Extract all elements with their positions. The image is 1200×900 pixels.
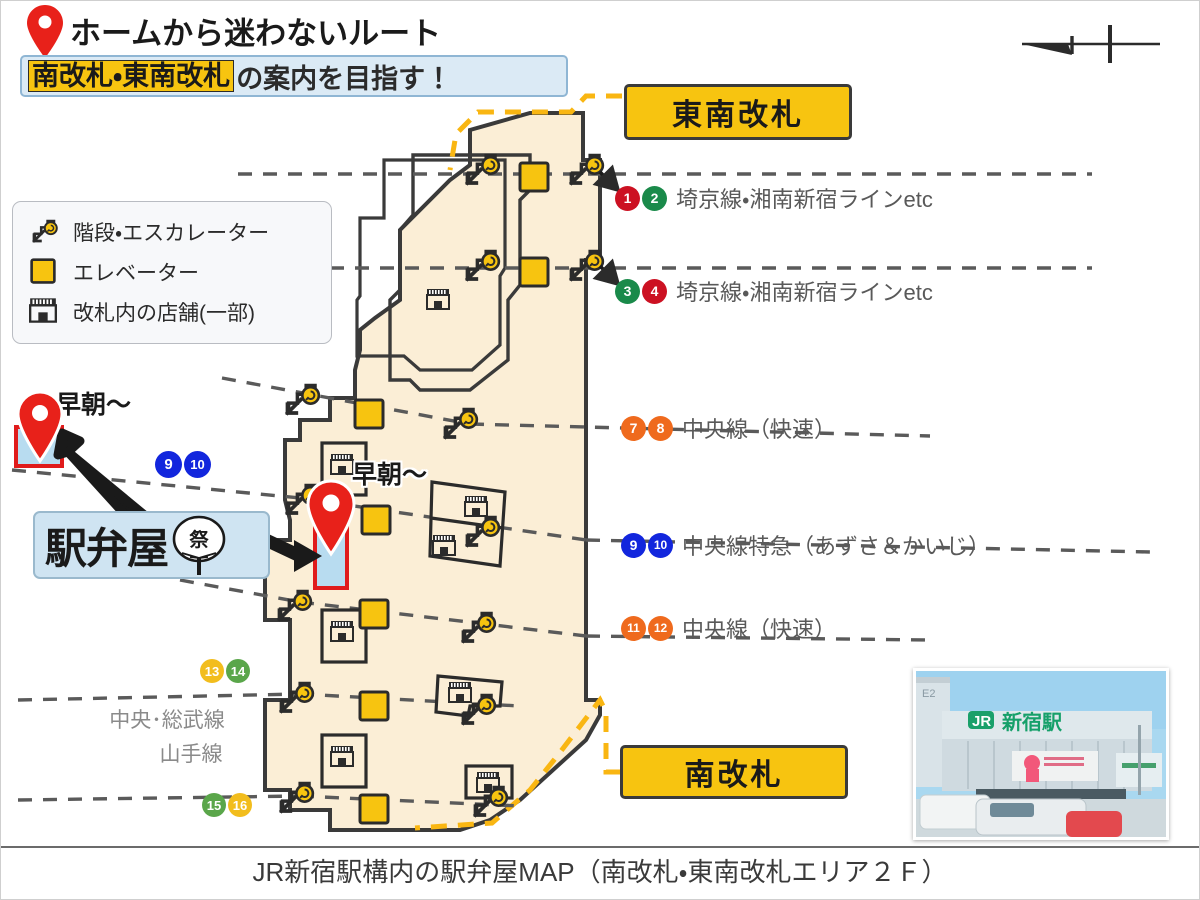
figure-caption: JR新宿駅構内の駅弁屋MAP（南改札・東南改札エリア２Ｆ） bbox=[252, 857, 948, 887]
elevator-icon bbox=[29, 257, 63, 287]
legend-item-shop: 改札内の店舗(一部) bbox=[29, 292, 331, 332]
platform-line-label: 埼京線・湘南新宿ラインetc bbox=[676, 280, 933, 305]
platform-line-label: 埼京線・湘南新宿ラインetc bbox=[676, 187, 933, 212]
platform-number-badge: 14 bbox=[226, 659, 250, 683]
platform-number-badge: 7 bbox=[621, 415, 646, 441]
legend-label-elevator: エレベーター bbox=[73, 262, 199, 285]
photo-corner-text: E2 bbox=[922, 688, 935, 700]
platform-number-badge: 4 bbox=[642, 278, 667, 304]
platform-number-badge: 9 bbox=[155, 451, 182, 478]
ekiben-callout: 駅弁屋 祭 bbox=[33, 511, 270, 579]
compass-needle-icon bbox=[1022, 25, 1160, 63]
legend-item-stairs: 階段・エスカレーター bbox=[29, 212, 331, 252]
soucho-label-left: 早朝〜 bbox=[56, 391, 132, 419]
platform-number-badge: 8 bbox=[648, 415, 673, 441]
platform-number-badge: 11 bbox=[621, 615, 646, 641]
photo-logo-text: JR bbox=[972, 713, 991, 730]
left-group-15-16: 15 16 bbox=[202, 793, 254, 817]
left-label-yamanote: 山手線 bbox=[159, 743, 223, 766]
subtitle-highlight: 南改札・東南改札 bbox=[28, 59, 235, 93]
soucho-label-mid: 早朝〜 bbox=[352, 461, 428, 489]
gate-label-south: 南改札 bbox=[620, 745, 848, 799]
pointer-arrows bbox=[53, 428, 322, 572]
platform-line-9-10: 9 10 中央線特急（あずさ＆かいじ） bbox=[621, 529, 990, 561]
platform-number-badge: 9 bbox=[621, 532, 646, 558]
legend-label-stairs: 階段・エスカレーター bbox=[73, 222, 270, 245]
jr-shinjuku-station-photo: E2 JR 新宿駅 bbox=[913, 668, 1169, 840]
platform-number-badge: 12 bbox=[648, 615, 673, 641]
concourse-inner-rooms bbox=[355, 158, 507, 372]
subtitle-rest: の案内を目指す！ bbox=[236, 63, 453, 94]
platform-line-label: 中央線（快速） bbox=[682, 617, 837, 642]
route-path bbox=[414, 93, 622, 831]
gate-label-east-south: 東南改札 bbox=[624, 84, 852, 140]
platform-number-badge: 16 bbox=[228, 793, 252, 817]
map-pin-icon bbox=[16, 390, 64, 464]
platform-number-badge: 10 bbox=[184, 451, 211, 478]
platform-entry-arrows bbox=[592, 164, 621, 287]
platform-line-11-12: 11 12 中央線（快速） bbox=[621, 612, 836, 644]
left-label-chuo-sobu: 中央･総武線 bbox=[109, 709, 225, 732]
map-pin-icon bbox=[306, 479, 356, 557]
platform-number-badge: 10 bbox=[648, 532, 673, 558]
platform-number-badge: 2 bbox=[642, 185, 667, 211]
photo-sign-text: 新宿駅 bbox=[1001, 710, 1062, 734]
platform-line-1-2: 1 2 埼京線・湘南新宿ラインetc bbox=[615, 182, 933, 214]
platform-line-3-4: 3 4 埼京線・湘南新宿ラインetc bbox=[615, 275, 933, 307]
ekiben-label: 駅弁屋 bbox=[45, 524, 169, 572]
page-title: ホームから迷わないルート bbox=[70, 16, 442, 51]
left-group-13-14: 13 14 bbox=[200, 659, 252, 683]
platform-number-badge: 3 bbox=[615, 278, 640, 304]
left-group-9-10: 9 10 bbox=[155, 451, 213, 478]
platform-number-badge: 15 bbox=[202, 793, 226, 817]
platform-number-badge: 13 bbox=[200, 659, 224, 683]
platform-line-7-8: 7 8 中央線（快速） bbox=[621, 412, 836, 444]
caption-rule bbox=[0, 846, 1200, 848]
platform-line-label: 中央線（快速） bbox=[682, 417, 837, 442]
fan-matsuri-icon: 祭 bbox=[172, 515, 226, 575]
subtitle-banner: 南改札・東南改札 の案内を目指す！ bbox=[20, 55, 568, 97]
legend-box: 階段・エスカレーター エレベーター 改札内の店舗(一部) bbox=[12, 201, 332, 344]
shop-icon bbox=[29, 297, 63, 327]
legend-item-elevator: エレベーター bbox=[29, 252, 331, 292]
fan-badge-text: 祭 bbox=[189, 528, 210, 551]
map-pin-icon bbox=[27, 5, 63, 58]
legend-label-shop: 改札内の店舗(一部) bbox=[73, 302, 255, 325]
stairs-escalator-icon bbox=[29, 217, 63, 247]
platform-line-label: 中央線特急（あずさ＆かいじ） bbox=[682, 534, 991, 559]
elevator-markers bbox=[353, 161, 550, 825]
platform-number-badge: 1 bbox=[615, 185, 640, 211]
